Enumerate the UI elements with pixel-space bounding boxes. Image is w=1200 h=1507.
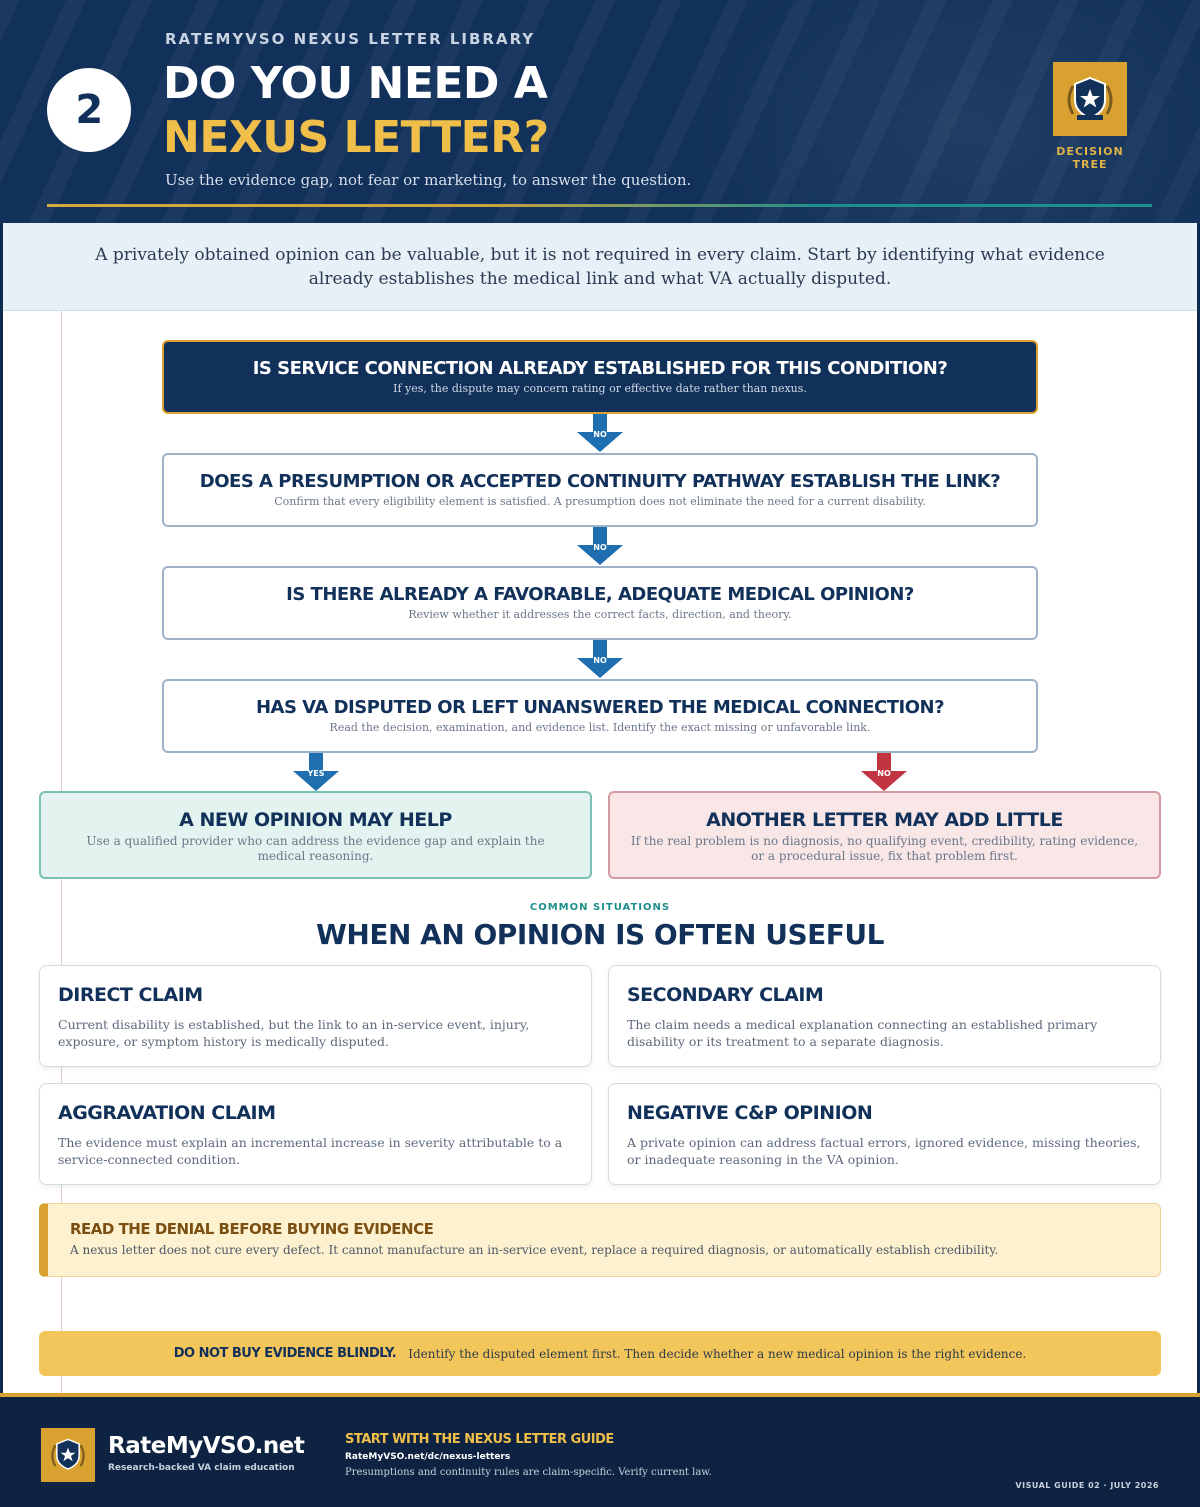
situation-card-negative-cp: NEGATIVE C&P OPINION A private opinion c… — [608, 1083, 1161, 1185]
header-eyebrow: RATEMYVSO NEXUS LETTER LIBRARY — [165, 30, 536, 48]
cta-strong: DO NOT BUY EVIDENCE BLINDLY. — [173, 1346, 397, 1361]
footer-brand-tagline: Research-backed VA claim education — [108, 1463, 295, 1473]
question-subtitle: Confirm that every eligibility element i… — [274, 495, 926, 508]
warning-callout: READ THE DENIAL BEFORE BUYING EVIDENCE A… — [39, 1203, 1161, 1277]
header-stripes — [0, 0, 1200, 223]
intro-text: A privately obtained opinion can be valu… — [3, 223, 1197, 311]
section-eyebrow: COMMON SITUATIONS — [529, 902, 671, 913]
section-title: WHEN AN OPINION IS OFTEN USEFUL — [316, 918, 884, 951]
footer-heading: START WITH THE NEXUS LETTER GUIDE — [345, 1432, 614, 1447]
question-box-1: IS SERVICE CONNECTION ALREADY ESTABLISHE… — [162, 340, 1038, 414]
cta-banner: DO NOT BUY EVIDENCE BLINDLY. Identify th… — [39, 1331, 1161, 1376]
arrow-label: NO — [877, 769, 891, 778]
card-title: AGGRAVATION CLAIM — [58, 1102, 276, 1124]
footer-version: VISUAL GUIDE 02 · JULY 2026 — [1015, 1481, 1159, 1490]
question-box-4: HAS VA DISPUTED OR LEFT UNANSWERED THE M… — [162, 679, 1038, 753]
question-box-3: IS THERE ALREADY A FAVORABLE, ADEQUATE M… — [162, 566, 1038, 640]
warning-title: READ THE DENIAL BEFORE BUYING EVIDENCE — [70, 1220, 434, 1238]
outcome-title: A NEW OPINION MAY HELP — [179, 809, 452, 831]
card-title: DIRECT CLAIM — [58, 984, 203, 1006]
cta-text: Identify the disputed element first. The… — [408, 1346, 1027, 1361]
card-body: A private opinion can address factual er… — [627, 1135, 1141, 1167]
no-arrow-icon: NO — [577, 640, 623, 678]
header-tagline: Use the evidence gap, not fear or market… — [165, 171, 692, 189]
no-arrow-icon: NO — [577, 414, 623, 452]
yes-arrow-icon: YES — [293, 753, 339, 791]
card-title: NEGATIVE C&P OPINION — [627, 1102, 873, 1124]
page-title-line2: NEXUS LETTER? — [163, 112, 549, 163]
page-title-line1: DO YOU NEED A — [163, 58, 548, 109]
star-shield-icon — [41, 1428, 95, 1482]
content-panel: A privately obtained opinion can be valu… — [3, 223, 1197, 1393]
no-arrow-icon: NO — [577, 527, 623, 565]
outcome-no: ANOTHER LETTER MAY ADD LITTLE If the rea… — [608, 791, 1161, 879]
card-title: SECONDARY CLAIM — [627, 984, 824, 1006]
no-arrow-red-icon: NO — [861, 753, 907, 791]
star-shield-icon — [1053, 62, 1127, 136]
outcome-body: Use a qualified provider who can address… — [86, 834, 545, 863]
badge-label: DECISION TREE — [1056, 145, 1124, 171]
outcome-body: If the real problem is no diagnosis, no … — [630, 834, 1139, 863]
question-box-2: DOES A PRESUMPTION OR ACCEPTED CONTINUIT… — [162, 453, 1038, 527]
question-title: HAS VA DISPUTED OR LEFT UNANSWERED THE M… — [255, 697, 945, 718]
header-divider — [47, 204, 1152, 207]
card-body: The evidence must explain an incremental… — [58, 1135, 563, 1167]
footer: RateMyVSO.net Research-backed VA claim e… — [0, 1393, 1200, 1507]
step-number: 2 — [47, 68, 131, 152]
header: 2 RATEMYVSO NEXUS LETTER LIBRARY DO YOU … — [0, 0, 1200, 223]
card-body: Current disability is established, but t… — [58, 1017, 530, 1049]
outcome-yes: A NEW OPINION MAY HELP Use a qualified p… — [39, 791, 592, 879]
arrow-label: NO — [593, 656, 607, 665]
question-subtitle: Read the decision, examination, and evid… — [329, 721, 871, 734]
footer-brand: RateMyVSO.net — [108, 1433, 305, 1459]
outcome-title: ANOTHER LETTER MAY ADD LITTLE — [706, 809, 1063, 831]
arrow-label: YES — [307, 769, 325, 778]
warning-body: A nexus letter does not cure every defec… — [70, 1243, 999, 1257]
question-title: IS THERE ALREADY A FAVORABLE, ADEQUATE M… — [286, 584, 914, 605]
footer-url-link[interactable]: RateMyVSO.net/dc/nexus-letters — [345, 1452, 511, 1462]
question-title: IS SERVICE CONNECTION ALREADY ESTABLISHE… — [252, 358, 948, 379]
situation-card-aggravation: AGGRAVATION CLAIM The evidence must expl… — [39, 1083, 592, 1185]
question-subtitle: If yes, the dispute may concern rating o… — [393, 382, 807, 395]
question-title: DOES A PRESUMPTION OR ACCEPTED CONTINUIT… — [199, 471, 1001, 492]
situation-card-secondary: SECONDARY CLAIM The claim needs a medica… — [608, 965, 1161, 1067]
footer-note: Presumptions and continuity rules are cl… — [345, 1467, 712, 1478]
arrow-label: NO — [593, 430, 607, 439]
arrow-label: NO — [593, 543, 607, 552]
situation-card-direct: DIRECT CLAIM Current disability is estab… — [39, 965, 592, 1067]
question-subtitle: Review whether it addresses the correct … — [408, 608, 792, 621]
card-body: The claim needs a medical explanation co… — [627, 1017, 1098, 1049]
